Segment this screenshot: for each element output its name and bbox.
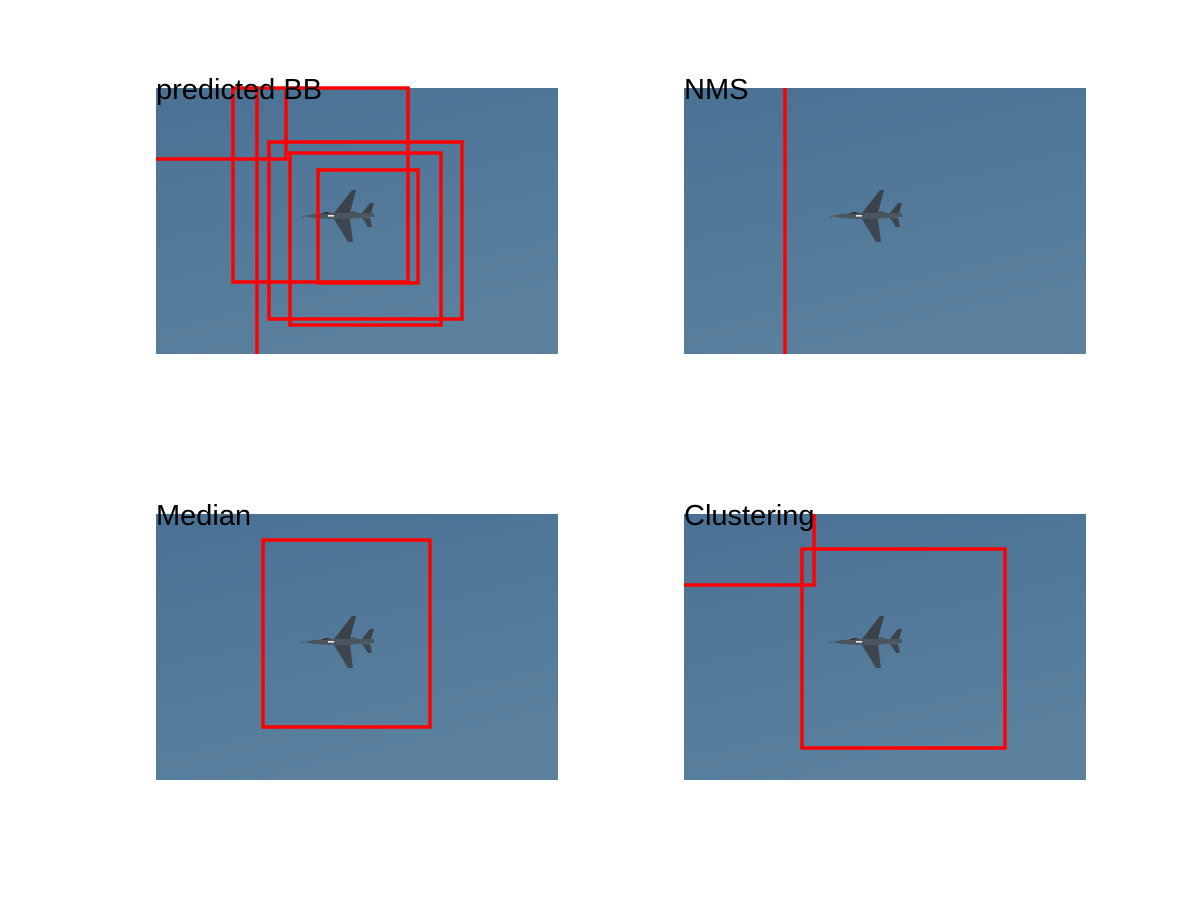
panel-title: Median <box>156 500 252 532</box>
aircraft-photo <box>156 514 558 780</box>
sky-background <box>684 88 1086 354</box>
panel-predicted-bb: predicted BB <box>156 74 558 354</box>
aircraft-photo <box>684 88 1086 354</box>
panel-title: Clustering <box>684 500 815 532</box>
aircraft-photo <box>684 514 1086 780</box>
panel-nms: NMS <box>684 74 1086 354</box>
sky-background <box>156 514 558 780</box>
bounding-box <box>267 140 464 321</box>
panel-title: predicted BB <box>156 74 323 106</box>
bounding-box <box>261 538 432 729</box>
panel-title: NMS <box>684 74 749 106</box>
aircraft-photo <box>156 86 558 354</box>
median-boxes <box>261 538 432 729</box>
sky-background <box>684 514 1086 780</box>
sky-background <box>156 88 558 354</box>
bounding-box <box>800 547 1007 750</box>
bounding-box <box>288 151 443 327</box>
predicted-boxes <box>156 86 464 354</box>
panel-clustering: Clustering <box>684 500 1086 780</box>
panel-median: Median <box>156 500 558 780</box>
bounding-box <box>684 514 816 587</box>
bounding-box <box>316 168 420 285</box>
clustering-boxes <box>684 514 1007 750</box>
bounding-box <box>156 88 288 161</box>
